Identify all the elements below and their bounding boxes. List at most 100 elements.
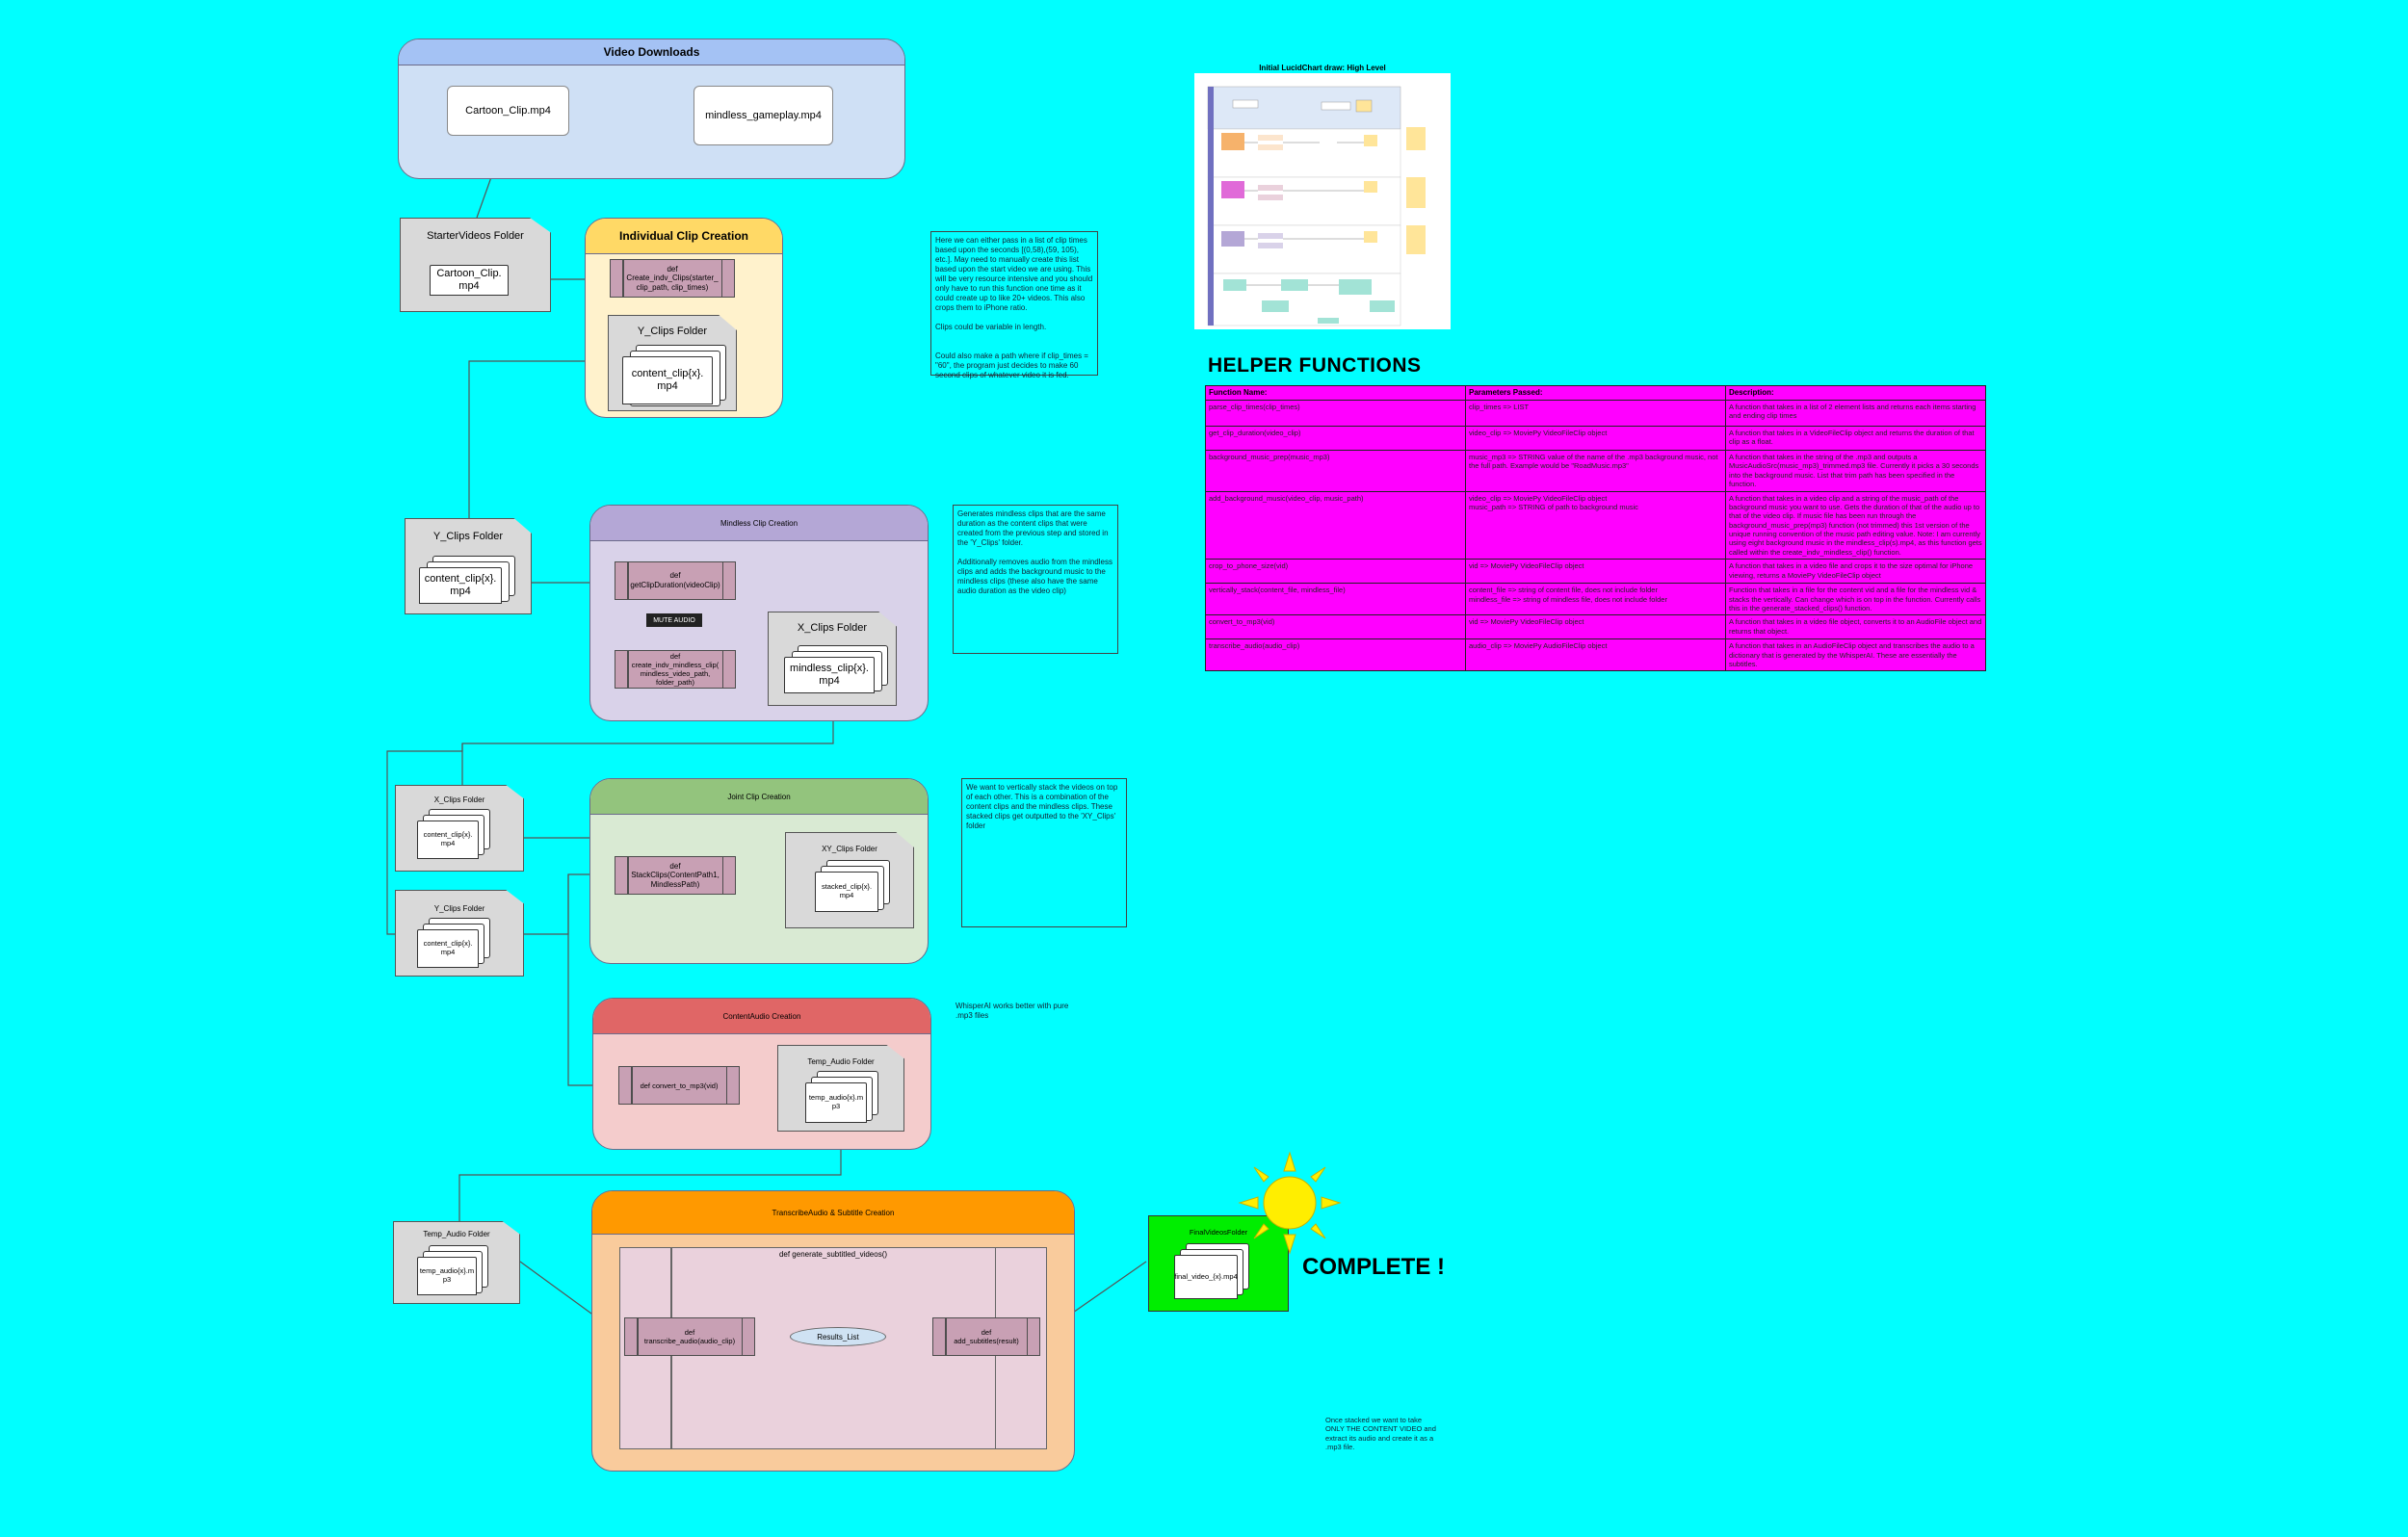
helper-cell: music_mp3 => STRING value of the name of… — [1465, 450, 1726, 492]
video-downloads-title: Video Downloads — [603, 45, 700, 59]
final-videos-folder-title: FinalVideosFolder — [1189, 1228, 1248, 1237]
joint-x-clips-title: X_Clips Folder — [433, 795, 485, 804]
lucidchart-thumbnail[interactable] — [1194, 73, 1451, 329]
helper-cell: A function that takes in a VideoFileClip… — [1725, 426, 1986, 451]
table-row: vertically_stack(content_file, mindless_… — [1205, 583, 1986, 616]
final-video-doc[interactable]: final_video_{x}.mp4 — [1174, 1255, 1238, 1299]
helper-cell: Function that takes in a file for the co… — [1725, 583, 1986, 616]
helper-cell: vid => MoviePy VideoFileClip object — [1465, 614, 1726, 640]
lucidchart-thumb-title: Initial LucidChart draw: High Level — [1259, 64, 1386, 72]
helper-cell: video_clip => MoviePy VideoFileClip obje… — [1465, 490, 1726, 560]
mindless-y-clips-title: Y_Clips Folder — [432, 531, 504, 542]
joint-clip-creation-title: Joint Clip Creation — [727, 792, 791, 801]
transcribe-temp-audio-title: Temp_Audio Folder — [423, 1230, 490, 1238]
helper-cell: audio_clip => MoviePy AudioFileClip obje… — [1465, 638, 1726, 672]
helper-cell: content_file => string of content file, … — [1465, 583, 1726, 616]
individual-clip-creation-group: Individual Clip Creation def Create_indv… — [585, 218, 783, 418]
starter-videos-folder[interactable]: StarterVideos Folder Cartoon_Clip. mp4 — [400, 218, 551, 312]
whisper-note: WhisperAI works better with pure .mp3 fi… — [955, 1002, 1069, 1020]
helper-cell: parse_clip_times(clip_times) — [1205, 400, 1466, 427]
helper-cell: video_clip => MoviePy VideoFileClip obje… — [1465, 426, 1726, 451]
complete-label: COMPLETE ! — [1302, 1254, 1445, 1280]
helper-cell: A function that takes in an AudioFileCli… — [1725, 638, 1986, 672]
helper-cell: clip_times => LIST — [1465, 400, 1726, 427]
transcribe-temp-audio-doc[interactable]: temp_audio{x}.m p3 — [417, 1257, 477, 1295]
get-clip-duration-function[interactable]: def getClipDuration(videoClip) — [615, 561, 736, 600]
y-clips-folder[interactable]: Y_Clips Folder content_clip{x}. mp4 — [608, 315, 737, 411]
temp-audio-folder[interactable]: Temp_Audio Folder temp_audio{x}.m p3 — [777, 1045, 904, 1132]
starter-file-doc[interactable]: Cartoon_Clip. mp4 — [430, 265, 509, 296]
extract-audio-note: Once stacked we want to take ONLY THE CO… — [1325, 1416, 1436, 1452]
y-clips-folder-title: Y_Clips Folder — [637, 326, 708, 337]
create-indv-clips-function[interactable]: def Create_indv_Clips(starter_ clip_path… — [610, 259, 735, 298]
table-row: get_clip_duration(video_clip)video_clip … — [1205, 426, 1986, 451]
content-audio-creation-header: ContentAudio Creation — [593, 999, 930, 1034]
table-row: transcribe_audio(audio_clip)audio_clip =… — [1205, 638, 1986, 672]
joint-x-clips-folder[interactable]: X_Clips Folder content_clip{x}. mp4 — [395, 785, 524, 872]
helper-cell: background_music_prep(music_mp3) — [1205, 450, 1466, 492]
helper-cell: A function that takes in a video file an… — [1725, 559, 1986, 585]
mindless-clip-creation-title: Mindless Clip Creation — [720, 518, 798, 528]
lucidchart-thumbnail-drawing — [1207, 86, 1426, 326]
helper-cell: convert_to_mp3(vid) — [1205, 614, 1466, 640]
helper-header-function: Function Name: — [1205, 385, 1466, 401]
joint-y-clips-folder[interactable]: Y_Clips Folder content_clip{x}. mp4 — [395, 890, 524, 977]
add-subtitles-function[interactable]: def add_subtitles(result) — [932, 1317, 1040, 1356]
helper-header-description: Description: — [1725, 385, 1986, 401]
table-row: parse_clip_times(clip_times)clip_times =… — [1205, 400, 1986, 427]
mindless-clip-creation-group: Mindless Clip Creation def getClipDurati… — [589, 505, 929, 721]
helper-cell: transcribe_audio(audio_clip) — [1205, 638, 1466, 672]
generate-subtitled-videos-box[interactable]: def generate_subtitled_videos() def tran… — [619, 1247, 1047, 1449]
helper-functions-table: Function Name: Parameters Passed: Descri… — [1205, 385, 1986, 672]
cartoon-clip-file[interactable]: Cartoon_Clip.mp4 — [447, 86, 569, 136]
helper-cell: vid => MoviePy VideoFileClip object — [1465, 559, 1726, 585]
mindless-clip-creation-header: Mindless Clip Creation — [590, 506, 928, 541]
individual-clip-creation-header: Individual Clip Creation — [586, 219, 782, 254]
mindless-clip-doc[interactable]: mindless_clip{x}. mp4 — [784, 657, 875, 693]
create-indv-mindless-clip-function[interactable]: def create_indv_mindless_clip( mindless_… — [615, 650, 736, 689]
helper-cell: crop_to_phone_size(vid) — [1205, 559, 1466, 585]
convert-to-mp3-function[interactable]: def convert_to_mp3(vid) — [618, 1066, 740, 1105]
mindless-y-clips-folder[interactable]: Y_Clips Folder content_clip{x}. mp4 — [405, 518, 532, 614]
sun-icon — [1238, 1151, 1342, 1255]
helper-cell: add_background_music(video_clip, music_p… — [1205, 490, 1466, 560]
table-row: convert_to_mp3(vid)vid => MoviePy VideoF… — [1205, 614, 1986, 640]
starter-videos-folder-title: StarterVideos Folder — [427, 230, 524, 242]
stack-clips-function[interactable]: def StackClips(ContentPath1, MindlessPat… — [615, 856, 736, 895]
table-row: crop_to_phone_size(vid)vid => MoviePy Vi… — [1205, 559, 1986, 585]
joint-clip-creation-header: Joint Clip Creation — [590, 779, 928, 815]
generate-subtitled-videos-title: def generate_subtitled_videos() — [778, 1250, 888, 1259]
mindless-content-clip-doc[interactable]: content_clip{x}. mp4 — [419, 567, 502, 604]
helper-header-parameters: Parameters Passed: — [1465, 385, 1726, 401]
x-clips-folder-title: X_Clips Folder — [797, 622, 868, 634]
mindless-gameplay-file[interactable]: mindless_gameplay.mp4 — [694, 86, 833, 145]
joint-clip-note: We want to vertically stack the videos o… — [961, 778, 1127, 927]
joint-y-content-doc[interactable]: content_clip{x}. mp4 — [417, 929, 479, 968]
joint-x-content-doc[interactable]: content_clip{x}. mp4 — [417, 821, 479, 859]
final-videos-folder[interactable]: FinalVideosFolder final_video_{x}.mp4 — [1148, 1215, 1289, 1312]
table-row: background_music_prep(music_mp3)music_mp… — [1205, 450, 1986, 492]
transcribe-temp-audio-folder[interactable]: Temp_Audio Folder temp_audio{x}.m p3 — [393, 1221, 520, 1304]
results-list[interactable]: Results_List — [790, 1327, 886, 1346]
transcribe-audio-function[interactable]: def transcribe_audio(audio_clip) — [624, 1317, 755, 1356]
helper-cell: A function that takes in a video file ob… — [1725, 614, 1986, 640]
helper-cell: vertically_stack(content_file, mindless_… — [1205, 583, 1466, 616]
joint-clip-creation-group: Joint Clip Creation def StackClips(Conte… — [589, 778, 929, 964]
xy-clips-folder[interactable]: XY_Clips Folder stacked_clip{x}. mp4 — [785, 832, 914, 928]
x-clips-folder[interactable]: X_Clips Folder mindless_clip{x}. mp4 — [768, 612, 897, 706]
video-downloads-header: Video Downloads — [399, 39, 904, 65]
table-row: add_background_music(video_clip, music_p… — [1205, 490, 1986, 560]
helper-functions-title: HELPER FUNCTIONS — [1208, 354, 1422, 377]
individual-clip-creation-title: Individual Clip Creation — [618, 229, 748, 243]
mindless-clip-note: Generates mindless clips that are the sa… — [953, 505, 1118, 654]
mute-audio-label: MUTE AUDIO — [646, 613, 702, 627]
content-audio-creation-title: ContentAudio Creation — [722, 1011, 801, 1021]
helper-cell: A function that takes in the string of t… — [1725, 450, 1986, 492]
content-clip-doc[interactable]: content_clip{x}. mp4 — [622, 356, 713, 404]
temp-audio-doc[interactable]: temp_audio{x}.m p3 — [805, 1082, 867, 1123]
stacked-clip-doc[interactable]: stacked_clip{x}. mp4 — [815, 872, 878, 912]
helper-cell: A function that takes in a list of 2 ele… — [1725, 400, 1986, 427]
content-audio-creation-group: ContentAudio Creation def convert_to_mp3… — [592, 998, 931, 1150]
helper-cell: get_clip_duration(video_clip) — [1205, 426, 1466, 451]
individual-clip-note: Here we can either pass in a list of cli… — [930, 231, 1098, 379]
